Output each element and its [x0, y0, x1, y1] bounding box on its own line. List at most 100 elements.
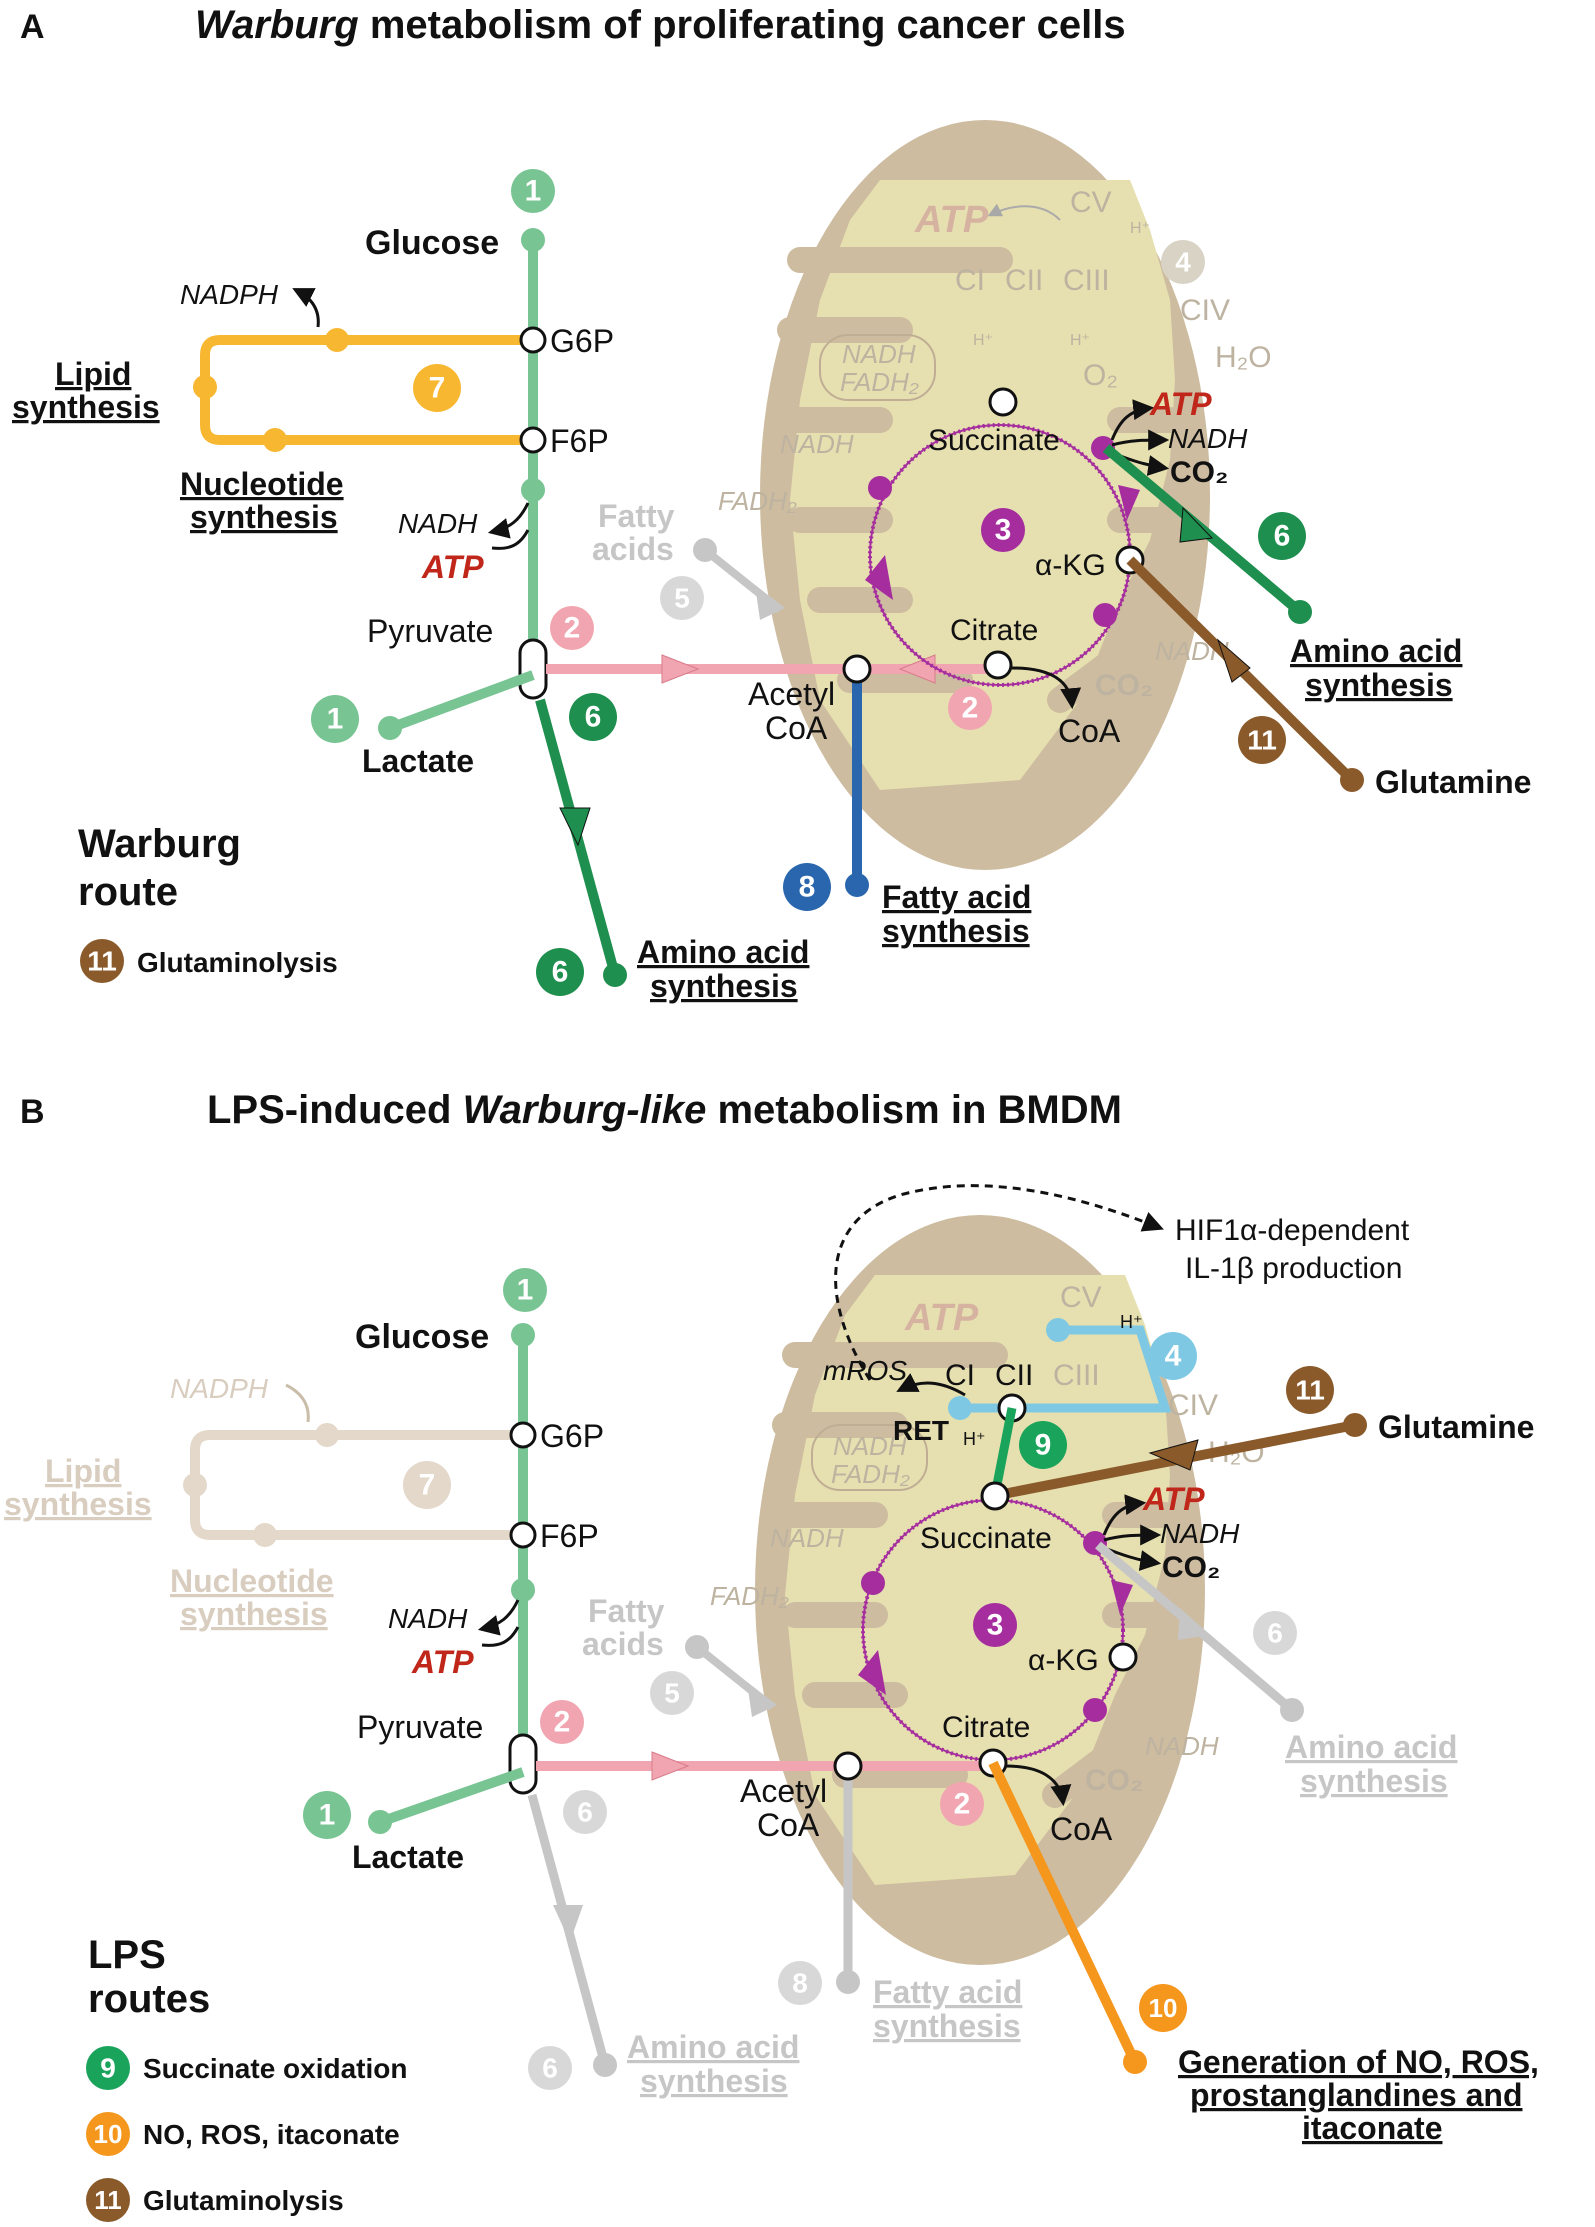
svg-text:H₂O: H₂O — [1215, 341, 1272, 374]
svg-text:CI: CI — [955, 264, 985, 297]
mitochondrion-a — [760, 120, 1210, 870]
pyruvate-carrier-a — [518, 638, 548, 700]
panel-a-title: Warburg metabolism of proliferating canc… — [195, 3, 1126, 47]
svg-text:8: 8 — [799, 871, 816, 904]
mito-nadh-box — [819, 334, 936, 401]
panel-a-letter: A — [20, 8, 45, 46]
svg-text:NADH: NADH — [842, 339, 916, 369]
svg-text:Fatty: Fatty — [598, 498, 675, 534]
svg-text:Amino acid: Amino acid — [1290, 633, 1462, 669]
svg-text:α-KG: α-KG — [1028, 1644, 1099, 1677]
svg-text:Glucose: Glucose — [355, 1318, 489, 1356]
svg-text:CO₂: CO₂ — [1095, 669, 1153, 702]
svg-text:1: 1 — [327, 703, 344, 736]
svg-text:Amino acid: Amino acid — [627, 2029, 799, 2065]
svg-text:CIII: CIII — [1053, 1359, 1100, 1392]
svg-text:Lipid: Lipid — [55, 356, 131, 392]
svg-text:CIV: CIV — [1180, 294, 1230, 327]
svg-text:Acetyl: Acetyl — [748, 676, 835, 712]
svg-text:NADPH: NADPH — [180, 279, 279, 310]
svg-text:NADH: NADH — [770, 1523, 844, 1553]
svg-text:Lipid: Lipid — [45, 1453, 121, 1489]
svg-text:RET: RET — [893, 1415, 949, 1446]
svg-text:Citrate: Citrate — [942, 1711, 1030, 1744]
svg-text:synthesis: synthesis — [1305, 667, 1453, 703]
pentose-loop-a — [200, 335, 533, 445]
svg-text:route: route — [78, 870, 178, 914]
svg-text:Succinate: Succinate — [920, 1522, 1052, 1555]
svg-text:Pyruvate: Pyruvate — [367, 613, 493, 649]
svg-text:Succinate: Succinate — [928, 424, 1060, 457]
svg-text:10: 10 — [94, 2119, 123, 2149]
svg-text:ATP: ATP — [1142, 1481, 1205, 1517]
svg-text:synthesis: synthesis — [180, 1596, 328, 1632]
svg-text:itaconate: itaconate — [1302, 2110, 1442, 2146]
svg-text:NADH: NADH — [1160, 1518, 1240, 1549]
svg-text:CoA: CoA — [765, 710, 828, 746]
svg-text:α-KG: α-KG — [1035, 549, 1106, 582]
svg-text:CO₂: CO₂ — [1085, 1764, 1143, 1797]
svg-text:4: 4 — [1165, 1340, 1182, 1373]
svg-text:7: 7 — [429, 372, 446, 405]
svg-text:CO₂: CO₂ — [1162, 1551, 1220, 1584]
svg-text:Acetyl: Acetyl — [740, 1773, 827, 1809]
svg-text:F6P: F6P — [550, 423, 609, 459]
svg-text:NADH: NADH — [1168, 423, 1248, 454]
svg-text:CoA: CoA — [757, 1807, 820, 1843]
svg-text:2: 2 — [962, 692, 979, 725]
svg-text:Fatty: Fatty — [588, 1593, 665, 1629]
svg-text:Lactate: Lactate — [352, 1839, 464, 1875]
etc-route-b — [1020, 1325, 1172, 1413]
svg-text:H⁺: H⁺ — [973, 332, 993, 349]
svg-text:CII: CII — [1005, 264, 1043, 297]
svg-text:NADH: NADH — [780, 429, 854, 459]
svg-text:CIV: CIV — [1168, 1389, 1218, 1422]
svg-text:8: 8 — [792, 1968, 808, 1999]
svg-text:1: 1 — [517, 1274, 534, 1307]
badge-1-glucose — [511, 169, 555, 213]
svg-text:ATP: ATP — [904, 1297, 979, 1339]
svg-text:LPS: LPS — [88, 1933, 166, 1977]
svg-text:CoA: CoA — [1058, 713, 1121, 749]
svg-text:NO, ROS, itaconate: NO, ROS, itaconate — [143, 2119, 400, 2150]
svg-text:5: 5 — [664, 1678, 680, 1709]
svg-text:Glutaminolysis: Glutaminolysis — [143, 2185, 344, 2216]
svg-text:Glutamine: Glutamine — [1375, 764, 1531, 800]
svg-text:Glutaminolysis: Glutaminolysis — [137, 947, 338, 978]
svg-text:routes: routes — [88, 1977, 210, 2021]
svg-text:acids: acids — [582, 1626, 664, 1662]
svg-text:Glutamine: Glutamine — [1378, 1409, 1534, 1445]
svg-text:Nucleotide: Nucleotide — [170, 1563, 334, 1599]
svg-text:Fatty acid: Fatty acid — [882, 879, 1031, 915]
svg-text:synthesis: synthesis — [650, 968, 798, 1004]
svg-text:Warburg: Warburg — [78, 822, 241, 866]
svg-text:synthesis: synthesis — [882, 913, 1030, 949]
svg-text:11: 11 — [1247, 725, 1277, 756]
svg-text:11: 11 — [1295, 1375, 1325, 1406]
svg-text:Amino acid: Amino acid — [637, 934, 809, 970]
svg-text:6: 6 — [577, 1797, 593, 1828]
svg-text:synthesis: synthesis — [873, 2008, 1021, 2044]
panel-b-letter: B — [20, 1093, 45, 1131]
svg-text:NADH: NADH — [388, 1603, 468, 1634]
svg-text:prostanglandines and: prostanglandines and — [1190, 2077, 1522, 2113]
svg-text:CV: CV — [1060, 1281, 1102, 1314]
panel-b-title: LPS-induced Warburg-like metabolism in B… — [207, 1088, 1122, 1132]
svg-text:FADH₂: FADH₂ — [718, 486, 797, 516]
svg-text:synthesis: synthesis — [190, 499, 338, 535]
svg-text:Succinate oxidation: Succinate oxidation — [143, 2053, 408, 2084]
svg-text:6: 6 — [1274, 520, 1291, 553]
svg-text:CV: CV — [1070, 186, 1112, 219]
svg-text:synthesis: synthesis — [1300, 1763, 1448, 1799]
svg-text:9: 9 — [100, 2053, 116, 2084]
svg-text:Citrate: Citrate — [950, 614, 1038, 647]
svg-text:NADH: NADH — [833, 1431, 907, 1461]
svg-text:H⁺: H⁺ — [1130, 220, 1150, 237]
svg-text:CII: CII — [995, 1359, 1033, 1392]
svg-text:IL-1β production: IL-1β production — [1185, 1252, 1402, 1285]
svg-text:synthesis: synthesis — [640, 2063, 788, 2099]
svg-text:ATP: ATP — [421, 549, 484, 585]
svg-text:Lactate: Lactate — [362, 743, 474, 779]
svg-text:6: 6 — [542, 2053, 558, 2084]
